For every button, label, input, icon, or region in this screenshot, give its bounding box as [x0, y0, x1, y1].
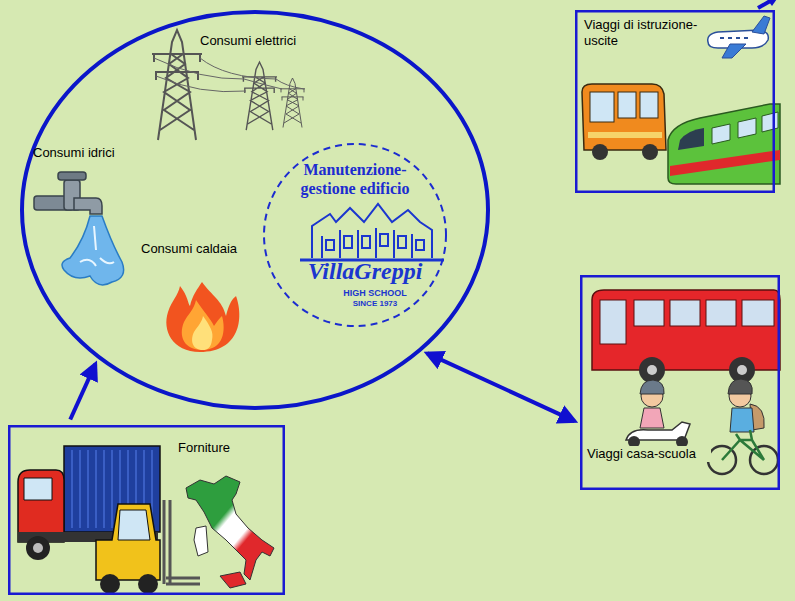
forklift: [96, 500, 200, 594]
school-logo: [300, 204, 444, 260]
airplane: [708, 16, 770, 58]
train: [668, 104, 780, 184]
node-text: Consumi elettrici: [200, 33, 330, 49]
flame-icon: [166, 282, 239, 352]
node-text: Viaggi casa-scuola: [585, 446, 711, 462]
node-text: Consumi idrici: [33, 145, 143, 161]
node-text: Manutenzione-gestione edificio: [281, 160, 429, 198]
logo-text: HIGH SCHOOL: [305, 289, 445, 299]
water-tap: [34, 172, 124, 285]
scope-ellipse: Manutenzione-gestione edificio Consumi el…: [20, 10, 490, 410]
connector-arrow: [70, 364, 95, 419]
school-bus: [582, 84, 666, 160]
supplies-box: Forniture: [8, 425, 285, 595]
logo-text: SINCE 1973: [305, 300, 445, 309]
city-bus: [592, 290, 780, 383]
italy-map: [186, 476, 274, 588]
travel-box: Viaggi di istruzione-uscite: [575, 10, 775, 193]
node-text: Viaggi di istruzione-uscite: [584, 17, 706, 50]
node-text: Consumi caldaia: [141, 241, 261, 257]
box-outline: [8, 425, 285, 595]
arrow-head: [766, 0, 779, 6]
connector-arrow: [427, 353, 574, 421]
commute-box: Viaggi casa-scuola: [580, 275, 780, 490]
ellipse-outline: [20, 10, 490, 410]
logo-text: VillaGreppi: [285, 258, 445, 284]
bicycle-rider: [708, 379, 778, 474]
scooter-rider: [626, 380, 690, 448]
node-text: Forniture: [178, 440, 258, 456]
